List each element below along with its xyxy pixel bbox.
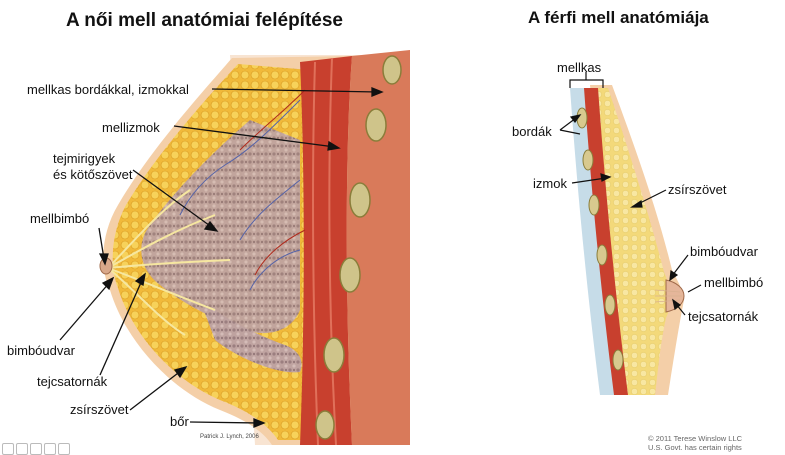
slide-toolbar-icon[interactable]	[16, 443, 28, 455]
label-connective-tissue: és kötőszövet	[53, 167, 133, 182]
slide-toolbar-icon[interactable]	[2, 443, 14, 455]
slide-toolbar-icon[interactable]	[44, 443, 56, 455]
female-title: A női mell anatómiai felépítése	[66, 10, 343, 31]
male-pointer-lines	[559, 72, 702, 316]
label-areola: bimbóudvar	[7, 343, 75, 358]
label-nipple: mellbimbó	[30, 211, 90, 226]
slide-toolbar-icon[interactable]	[58, 443, 70, 455]
label-pectoral-muscles: mellizmok	[102, 120, 160, 135]
label-ribs: bordák	[512, 124, 552, 139]
label-male-chest: mellkas	[557, 60, 602, 75]
artist-credit: Patrick J. Lynch, 2006	[200, 434, 259, 440]
female-breast-diagram	[99, 50, 410, 446]
label-muscles: izmok	[533, 176, 567, 191]
label-male-ducts: tejcsatornák	[688, 309, 759, 324]
label-male-nipple: mellbimbó	[704, 275, 764, 290]
label-male-fat: zsírszövet	[668, 182, 727, 197]
male-breast-diagram	[570, 85, 685, 395]
label-milk-ducts: tejcsatornák	[37, 374, 108, 389]
male-title: A férfi mell anatómiája	[528, 8, 709, 27]
female-pointer-lines	[59, 87, 384, 428]
label-skin: bőr	[170, 414, 189, 429]
label-fat-tissue: zsírszövet	[70, 402, 129, 417]
label-male-areola: bimbóudvar	[690, 244, 758, 259]
copyright-line-2: U.S. Govt. has certain rights	[648, 443, 742, 452]
slide-toolbar[interactable]	[0, 441, 80, 455]
label-milk-glands: tejmirigyek	[53, 151, 116, 166]
copyright-line-1: © 2011 Terese Winslow LLC	[648, 434, 743, 443]
slide-toolbar-icon[interactable]	[30, 443, 42, 455]
label-chest-ribs-muscles: mellkas bordákkal, izmokkal	[27, 82, 189, 97]
